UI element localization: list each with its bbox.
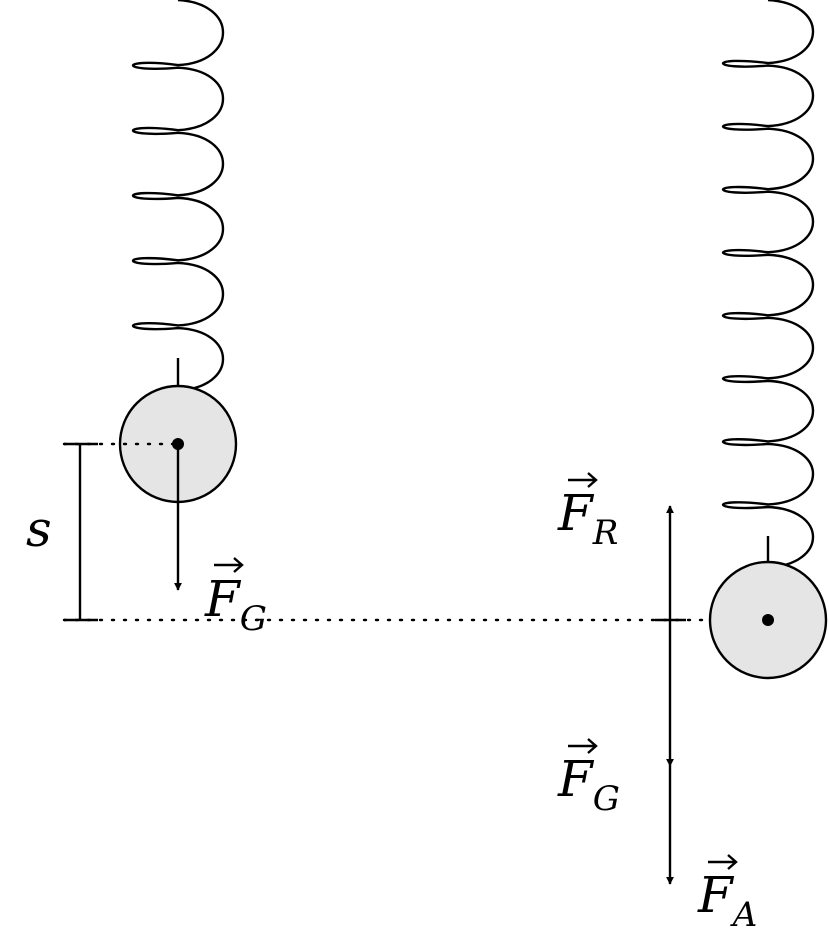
left-gravity-vector-arrow-mark xyxy=(214,557,244,573)
restoring-force-label: FR xyxy=(557,484,618,553)
right-gravity-vector-arrow-mark xyxy=(568,738,598,754)
right-gravity-label: FG xyxy=(557,750,620,819)
resultant-force-vector-arrow-mark xyxy=(708,854,738,870)
resultant-force-label: FA xyxy=(697,866,757,935)
displacement-label: s xyxy=(26,500,52,558)
right-mass-center-dot xyxy=(762,614,774,626)
displacement-measure: s xyxy=(26,442,770,622)
left-spring xyxy=(131,0,225,392)
right-system: FR FG FA xyxy=(557,0,828,935)
restoring-force-vector-arrow-mark xyxy=(568,472,598,488)
right-spring xyxy=(721,0,815,569)
left-gravity-label: FG xyxy=(204,570,267,639)
left-system: FG xyxy=(118,0,267,639)
